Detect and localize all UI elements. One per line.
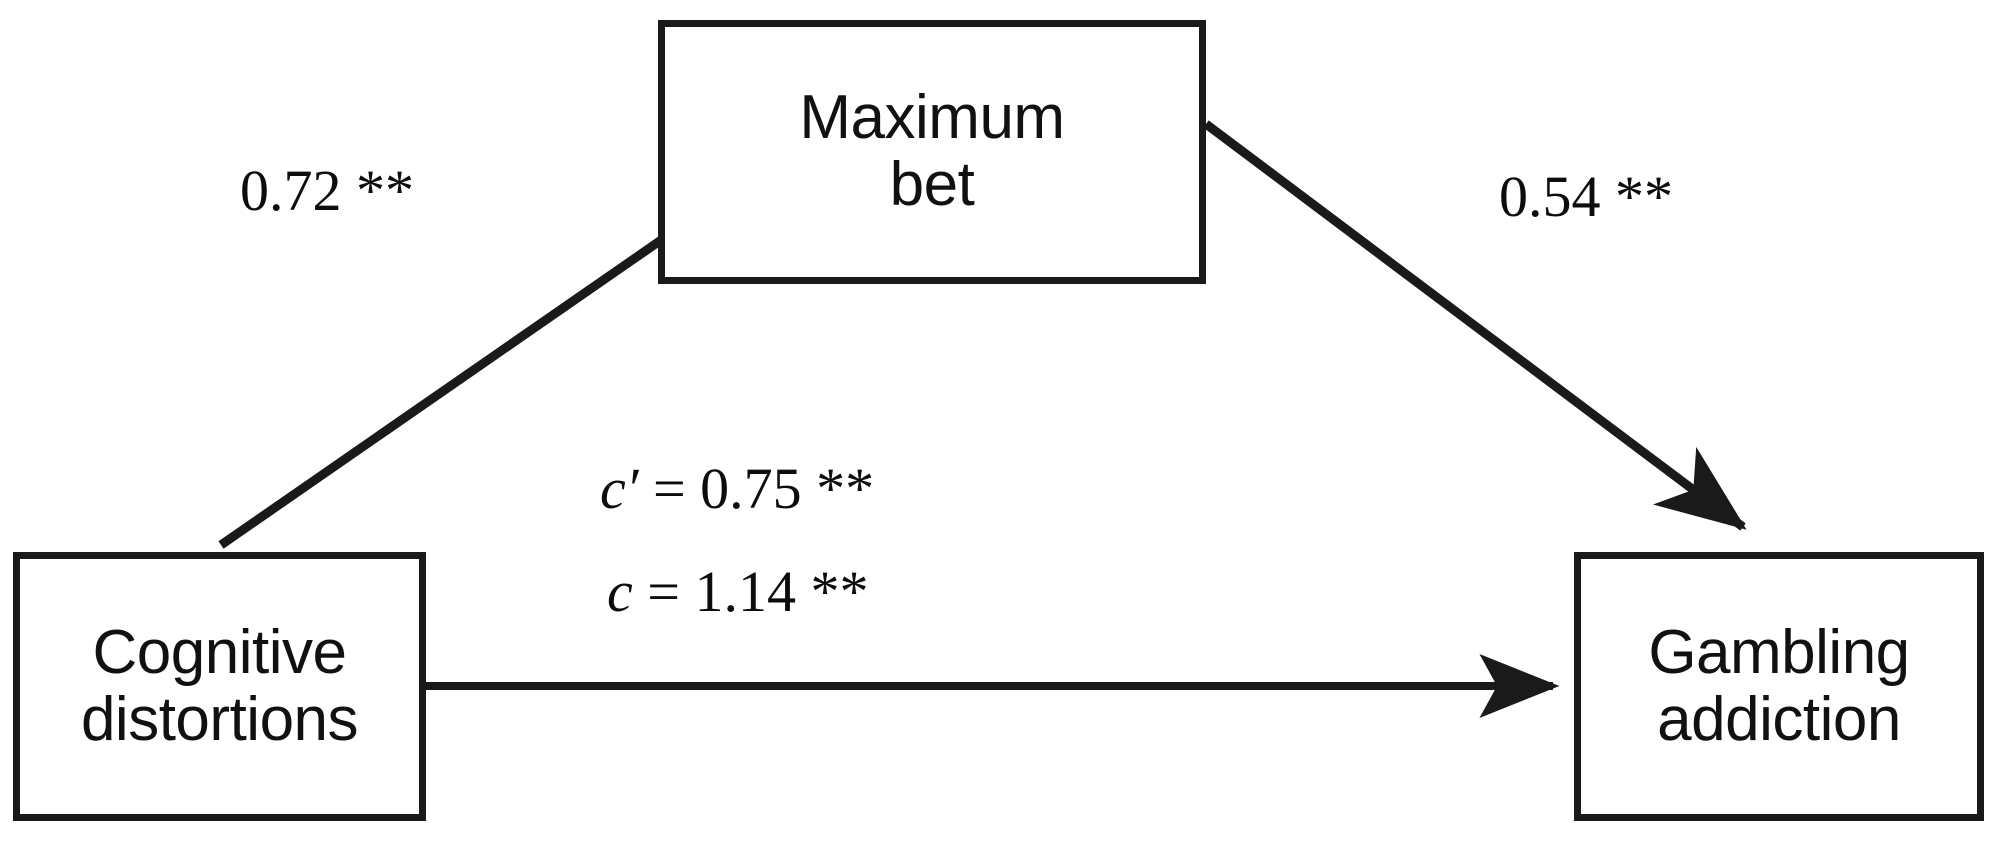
edge-label-c-total-eq: = bbox=[647, 559, 680, 624]
node-cognitive-distortions[interactable]: Cognitive distortions bbox=[13, 552, 426, 821]
edge-label-c-prime: c′ = 0.75 ** bbox=[600, 460, 874, 518]
spacer-c-prime bbox=[686, 456, 701, 521]
spacer-c-total bbox=[680, 559, 695, 624]
edge-label-c-total-equals bbox=[633, 559, 648, 624]
node-gambling-addiction-label: Gambling addiction bbox=[1648, 617, 1910, 754]
edge-label-c-total: c = 1.14 ** bbox=[607, 563, 868, 621]
edge-b-path-line bbox=[1203, 120, 1747, 531]
edge-label-c-prime-value: 0.75 ** bbox=[700, 456, 875, 521]
node-maximum-bet[interactable]: Maximum bet bbox=[658, 20, 1206, 284]
edge-label-c-prime-equals bbox=[638, 456, 653, 521]
edge-label-b-path-value: 0.54 ** bbox=[1499, 164, 1673, 229]
edge-label-a-path-value: 0.72 ** bbox=[240, 158, 414, 223]
edge-label-c-total-symbol: c bbox=[607, 559, 633, 624]
edge-label-c-prime-eq: = bbox=[652, 456, 686, 521]
edge-label-a-path: 0.72 ** bbox=[240, 162, 414, 220]
node-gambling-addiction[interactable]: Gambling addiction bbox=[1574, 552, 1984, 821]
edge-label-c-prime-symbol: c′ bbox=[600, 456, 639, 521]
edge-label-c-total-value: 1.14 ** bbox=[694, 559, 869, 624]
node-maximum-bet-label: Maximum bet bbox=[799, 83, 1065, 219]
node-cognitive-distortions-label: Cognitive distortions bbox=[80, 617, 359, 754]
edge-label-b-path: 0.54 ** bbox=[1499, 168, 1673, 226]
